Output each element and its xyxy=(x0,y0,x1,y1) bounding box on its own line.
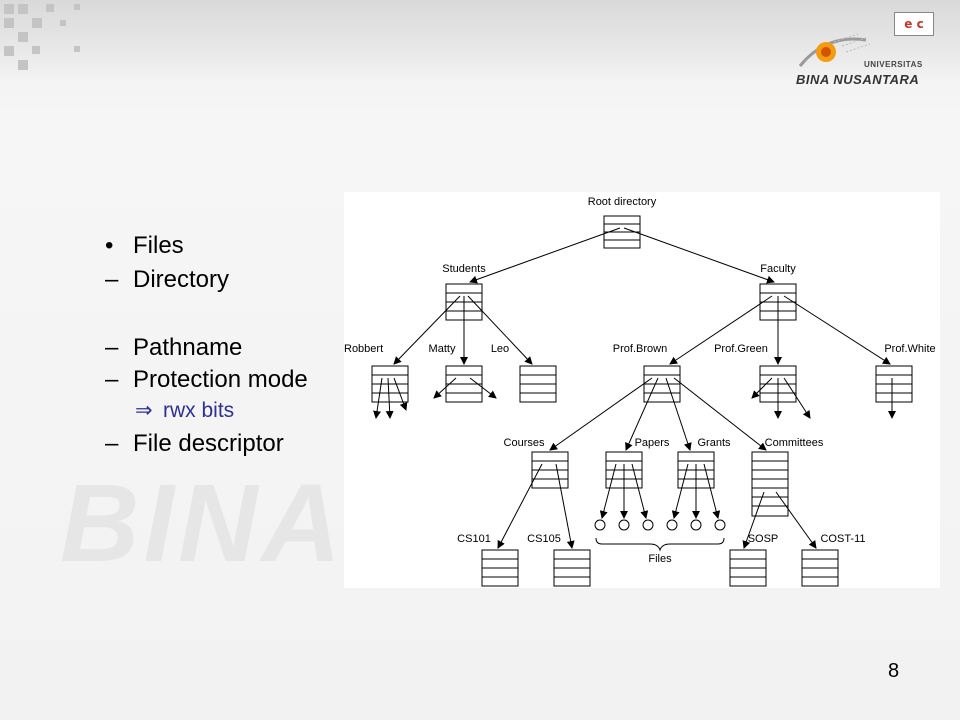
bullet-directory: –Directory xyxy=(105,266,229,294)
dash-marker: – xyxy=(105,366,119,393)
label-robbert: Robbert xyxy=(344,343,383,355)
bullet-text: Files xyxy=(133,232,184,259)
bullet-protection-mode: –Protection mode xyxy=(105,366,308,394)
bullet-file-descriptor: –File descriptor xyxy=(105,430,284,458)
label-prof-white: Prof.White xyxy=(884,343,935,355)
label-faculty: Faculty xyxy=(760,263,796,275)
logo-title: BINA NUSANTARA xyxy=(796,72,920,87)
label-cs105: CS105 xyxy=(527,533,561,545)
bullet-text: Pathname xyxy=(133,334,243,361)
label-sosp: SOSP xyxy=(748,533,779,545)
label-papers: Papers xyxy=(635,437,670,449)
decorative-squares xyxy=(0,0,100,80)
label-cost-11: COST-11 xyxy=(820,533,865,545)
bullet-text: Protection mode xyxy=(133,366,308,393)
label-students: Students xyxy=(442,263,486,275)
label-matty: Matty xyxy=(429,343,456,355)
arrow-marker: ⇒ xyxy=(135,399,153,422)
label-prof-green: Prof.Green xyxy=(714,343,768,355)
label-prof-brown: Prof.Brown xyxy=(613,343,667,355)
logo-swoosh-icon xyxy=(798,33,871,67)
label-leo: Leo xyxy=(491,343,509,355)
dash-marker: – xyxy=(105,430,119,457)
bullet-marker: • xyxy=(105,232,114,259)
bullet-pathname: –Pathname xyxy=(105,334,242,362)
bullet-rwx-bits: ⇒ rwx bits xyxy=(135,398,234,423)
bullet-text: Directory xyxy=(133,266,230,293)
dash-marker: – xyxy=(105,266,119,293)
elearning-badge: e c xyxy=(894,12,934,36)
label-files: Files xyxy=(648,553,672,565)
label-grants: Grants xyxy=(697,437,731,449)
bullet-text: File descriptor xyxy=(133,430,284,457)
directory-tree-figure: Root directory Students Faculty Robbert … xyxy=(344,192,940,588)
university-logo: e c UNIVERSITAS BINA NUSANTARA xyxy=(796,8,936,90)
dash-marker: – xyxy=(105,334,119,361)
label-committees: Committees xyxy=(765,437,824,449)
bullet-files: • Files xyxy=(105,232,184,260)
directory-tree-diagram: Root directory Students Faculty Robbert … xyxy=(344,196,936,587)
page-number: 8 xyxy=(888,660,900,682)
bullet-text: rwx bits xyxy=(163,399,235,422)
label-cs101: CS101 xyxy=(457,533,491,545)
logo-subtitle: UNIVERSITAS xyxy=(864,60,923,69)
label-courses: Courses xyxy=(504,437,545,449)
label-root-directory: Root directory xyxy=(588,196,657,208)
